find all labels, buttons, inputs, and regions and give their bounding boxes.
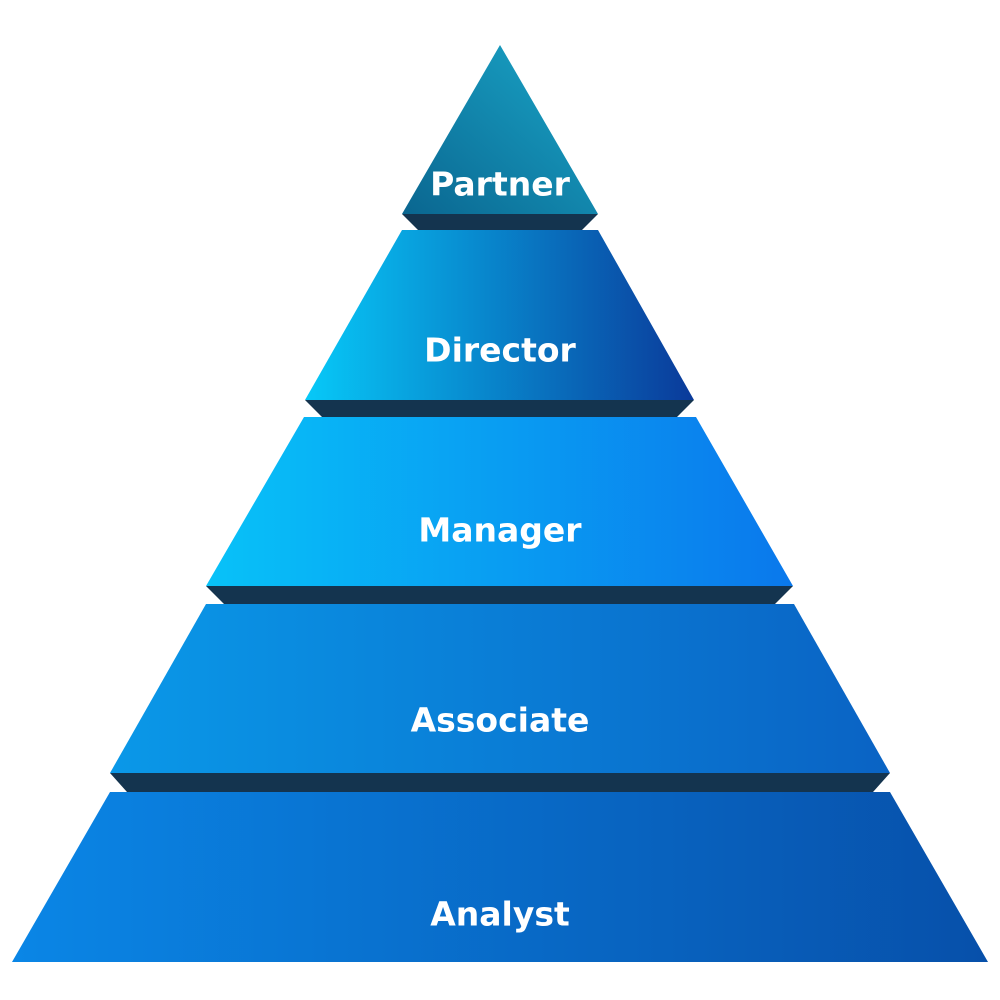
tier-manager-label: Manager — [418, 511, 582, 550]
tier-analyst-label: Analyst — [430, 895, 570, 934]
tier-associate: Associate — [110, 604, 890, 773]
tier-analyst-shape — [12, 792, 988, 962]
tier-manager: Manager — [206, 417, 793, 586]
tier-director: Director — [305, 230, 694, 400]
tier-manager-shape — [206, 417, 793, 586]
tier-partner-shape — [402, 45, 598, 214]
tier-associate-shape — [110, 604, 890, 773]
fold-director-manager — [305, 400, 694, 417]
tier-associate-label: Associate — [411, 701, 590, 740]
fold-partner-director — [402, 214, 598, 230]
fold-manager-associate — [206, 586, 793, 604]
tier-director-label: Director — [424, 331, 576, 370]
tier-director-shape — [305, 230, 694, 400]
tier-analyst: Analyst — [12, 792, 988, 962]
tier-partner: Partner — [402, 45, 598, 214]
fold-associate-analyst — [110, 773, 890, 792]
tier-partner-label: Partner — [430, 165, 570, 204]
